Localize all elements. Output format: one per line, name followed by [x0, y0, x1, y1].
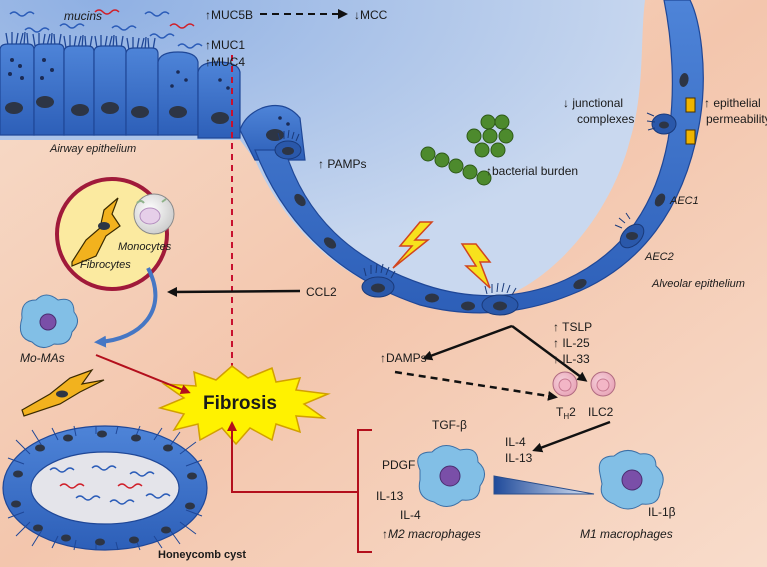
permeability-label-line1: ↑ epithelial [704, 96, 761, 110]
m1-macrophages-label: M1 macrophages [580, 527, 673, 541]
il13-right-label: IL-13 [505, 451, 533, 465]
fibrocytes-label: Fibrocytes [80, 259, 131, 271]
goblet-granules [8, 58, 290, 126]
monocyte-granules [136, 198, 167, 204]
tslp-label: ↑ TSLP [553, 320, 592, 334]
honeycomb-cyst [2, 425, 208, 551]
recruitment-arrow [94, 267, 158, 348]
il33-label: ↑ IL-33 [553, 352, 590, 366]
permeability-label-line2: permeability [706, 112, 767, 126]
ilc2-nucleus [596, 378, 610, 392]
mo-ma-nucleus [39, 313, 57, 331]
lightning-bolt-right [460, 243, 492, 289]
mo-mas-label: Mo-MAs [20, 351, 65, 365]
tgfb-label: TGF-β [432, 418, 467, 432]
ilc2-label: ILC2 [588, 405, 614, 419]
ilc2-to-il4-arrow [532, 420, 611, 453]
m2-macrophages-label: ↑M2 macrophages [382, 527, 481, 541]
junction-marker-top [685, 97, 696, 113]
damps-to-th2-dashed-arrow [394, 370, 558, 401]
bacterial-burden-label: ↑bacterial burden [486, 164, 578, 178]
aec1-label: AEC1 [669, 195, 699, 207]
monocyte-nucleus [139, 207, 161, 225]
alveolar-wall [254, 0, 704, 314]
fibrocyte-in-circle [71, 197, 121, 267]
muc5b-label: ↑MUC5B [205, 8, 253, 22]
alveolar-epithelium-label: Alveolar epithelium [651, 278, 745, 290]
muc4-label: ↑MUC4 [205, 55, 245, 69]
aec2-cells [274, 112, 677, 316]
airway-epithelium-label: Airway epithelium [49, 143, 136, 155]
fibrocyte-nucleus [98, 222, 110, 230]
alveolar-nuclei [294, 73, 689, 311]
il4-left-label: IL-4 [400, 508, 421, 522]
mucins-label: mucins [64, 9, 102, 23]
cytokine-arrow [511, 324, 588, 382]
airway-cilia [5, 31, 156, 51]
fibrosis-label: Fibrosis [203, 393, 277, 414]
honeycomb-cyst-label: Honeycomb cyst [158, 549, 246, 561]
muc1-label: ↑MUC1 [205, 38, 245, 52]
m2-nucleus [439, 465, 461, 487]
aec2-label: AEC2 [644, 251, 674, 263]
m2-to-fibrosis-arrow [227, 421, 358, 493]
damps-arrow [422, 324, 513, 361]
il25-label: ↑ IL-25 [553, 336, 590, 350]
fibrosis-burst [157, 365, 331, 446]
th2-nucleus [558, 378, 572, 392]
damps-label: ↑DAMPs [380, 351, 427, 365]
fibroblast-nucleus [56, 390, 68, 398]
m1-nucleus [621, 469, 643, 491]
th2-label: TH2 [556, 405, 576, 421]
junctional-label-line1: ↓ junctional [563, 96, 623, 110]
mucin-squiggles [9, 9, 203, 49]
ccl2-label: CCL2 [306, 285, 337, 299]
airway-nuclei [5, 96, 284, 141]
ccl2-arrow [167, 286, 301, 297]
monocytes-label: Monocytes [118, 241, 172, 253]
polarization-wedge [493, 475, 595, 495]
pdgf-label: PDGF [382, 458, 415, 472]
lightning-bolt-left [392, 221, 434, 269]
il13-left-label: IL-13 [376, 489, 404, 503]
junction-marker-bottom [685, 129, 696, 145]
moma-to-fibrosis-arrow [95, 354, 191, 395]
bacteria-cluster [420, 114, 514, 186]
mcc-label: ↓MCC [354, 8, 388, 22]
junctional-label-line2: complexes [577, 112, 634, 126]
il4-right-label: IL-4 [505, 435, 526, 449]
il1b-label: IL-1β [648, 505, 676, 519]
pamps-label: ↑ PAMPs [318, 157, 366, 171]
